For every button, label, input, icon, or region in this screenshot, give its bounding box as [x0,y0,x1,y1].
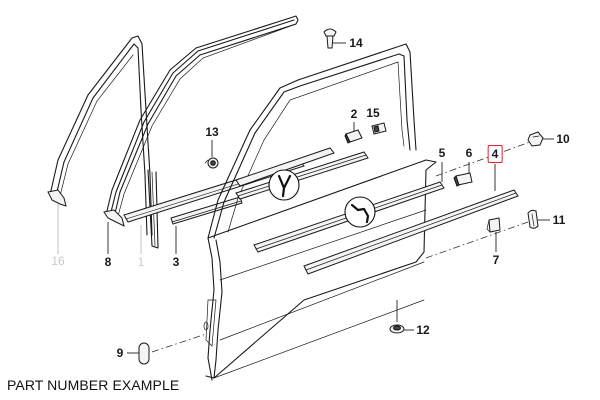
clip-7 [486,217,501,252]
door-molding-4 [303,164,519,275]
callout-6[interactable]: 6 [465,146,473,160]
callout-13[interactable]: 13 [205,125,219,139]
callout-10[interactable]: 10 [556,132,570,146]
assembly-lines [151,141,531,353]
molding-strip-3 [170,196,243,254]
caption-part-number-example: PART NUMBER EXAMPLE [7,377,180,393]
callout-7[interactable]: 7 [492,253,500,267]
callout-14[interactable]: 14 [349,36,363,50]
callout-8[interactable]: 8 [104,255,112,269]
pin-14 [323,28,346,49]
callout-5[interactable]: 5 [438,146,446,160]
detail-circle-b [344,196,376,228]
detail-circle-a [268,169,300,201]
callout-2[interactable]: 2 [350,107,358,121]
plug-9 [127,342,150,365]
window-channel-seal-8 [103,15,299,254]
upper-belt-molding [235,147,369,200]
clip-6 [453,162,473,187]
door-shell [203,43,437,381]
grommet-13 [204,140,219,169]
clip-2 [344,122,363,144]
callout-15[interactable]: 15 [366,106,380,120]
washer-12 [389,324,414,334]
callout-12[interactable]: 12 [416,323,430,337]
callout-4-highlighted[interactable]: 4 [487,145,503,163]
callout-16[interactable]: 16 [51,254,65,268]
clip-15 [371,122,387,135]
end-cap-10 [527,131,554,147]
callout-3[interactable]: 3 [172,255,180,269]
window-frame-seal-16 [47,35,153,254]
callout-1[interactable]: 1 [137,255,145,269]
callout-9[interactable]: 9 [116,346,124,360]
end-cap-11 [527,209,550,229]
callout-11[interactable]: 11 [552,213,566,227]
